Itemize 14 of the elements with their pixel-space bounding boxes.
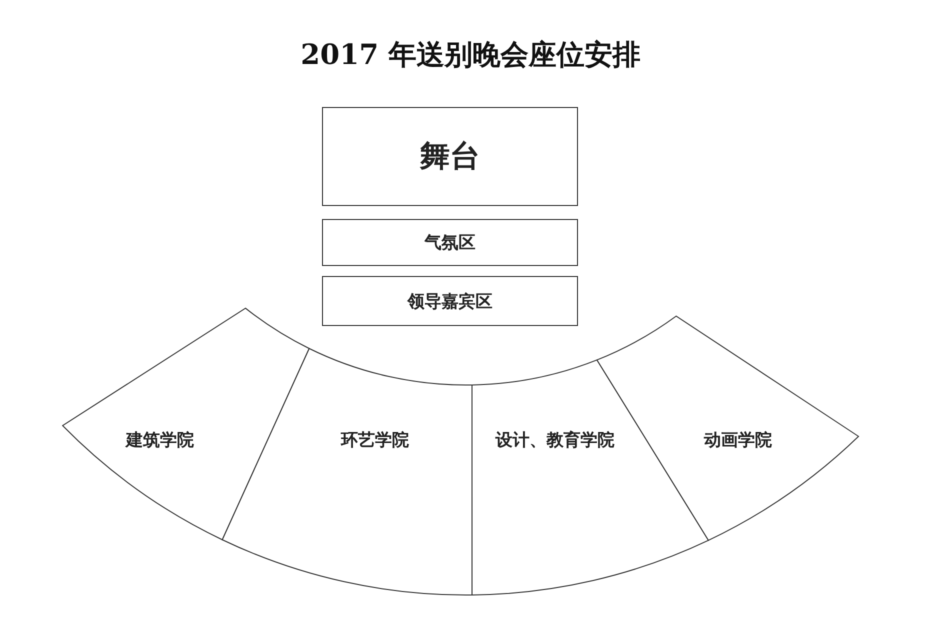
zone-block [322, 276, 578, 326]
section-label: 动画学院 [704, 430, 772, 452]
zone-label: 舞台 [420, 138, 480, 176]
zone-label: 领导嘉宾区 [408, 290, 492, 312]
seating-section [221, 347, 474, 596]
zone-block [322, 219, 578, 266]
zone-label: 气氛区 [424, 232, 476, 254]
section-label: 建筑学院 [126, 430, 194, 452]
title: 2017 年送别晚会座位安排 [300, 37, 642, 73]
section-label: 设计、教育学院 [496, 430, 614, 452]
stage-block [322, 107, 578, 206]
section-label: 环艺学院 [341, 430, 409, 452]
seating-section [595, 315, 860, 542]
seating-section [61, 307, 311, 541]
